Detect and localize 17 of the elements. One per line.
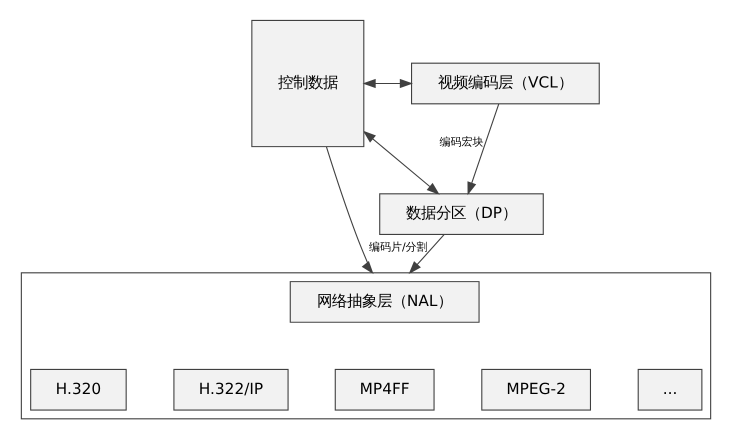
node-box: H.320 [30, 368, 127, 411]
node-box: 网络抽象层（NAL） [290, 281, 480, 323]
arrow [362, 78, 413, 88]
node-box: H.322/IP [173, 368, 289, 411]
arrow [362, 130, 440, 195]
node-box: MPEG-2 [481, 368, 592, 411]
node-box: 数据分区（DP） [379, 193, 544, 235]
node-box: 视频编码层（VCL） [411, 62, 600, 104]
cluster [20, 272, 712, 420]
node-box: ... [638, 368, 702, 411]
arrow [326, 146, 374, 274]
node-box: 控制数据 [251, 20, 364, 148]
edge-label: 编码片/分割 [368, 240, 428, 254]
arrow [408, 234, 444, 274]
edge-label: 编码宏块 [439, 136, 484, 149]
node-box: MP4FF [334, 368, 435, 411]
arrow [467, 104, 500, 196]
